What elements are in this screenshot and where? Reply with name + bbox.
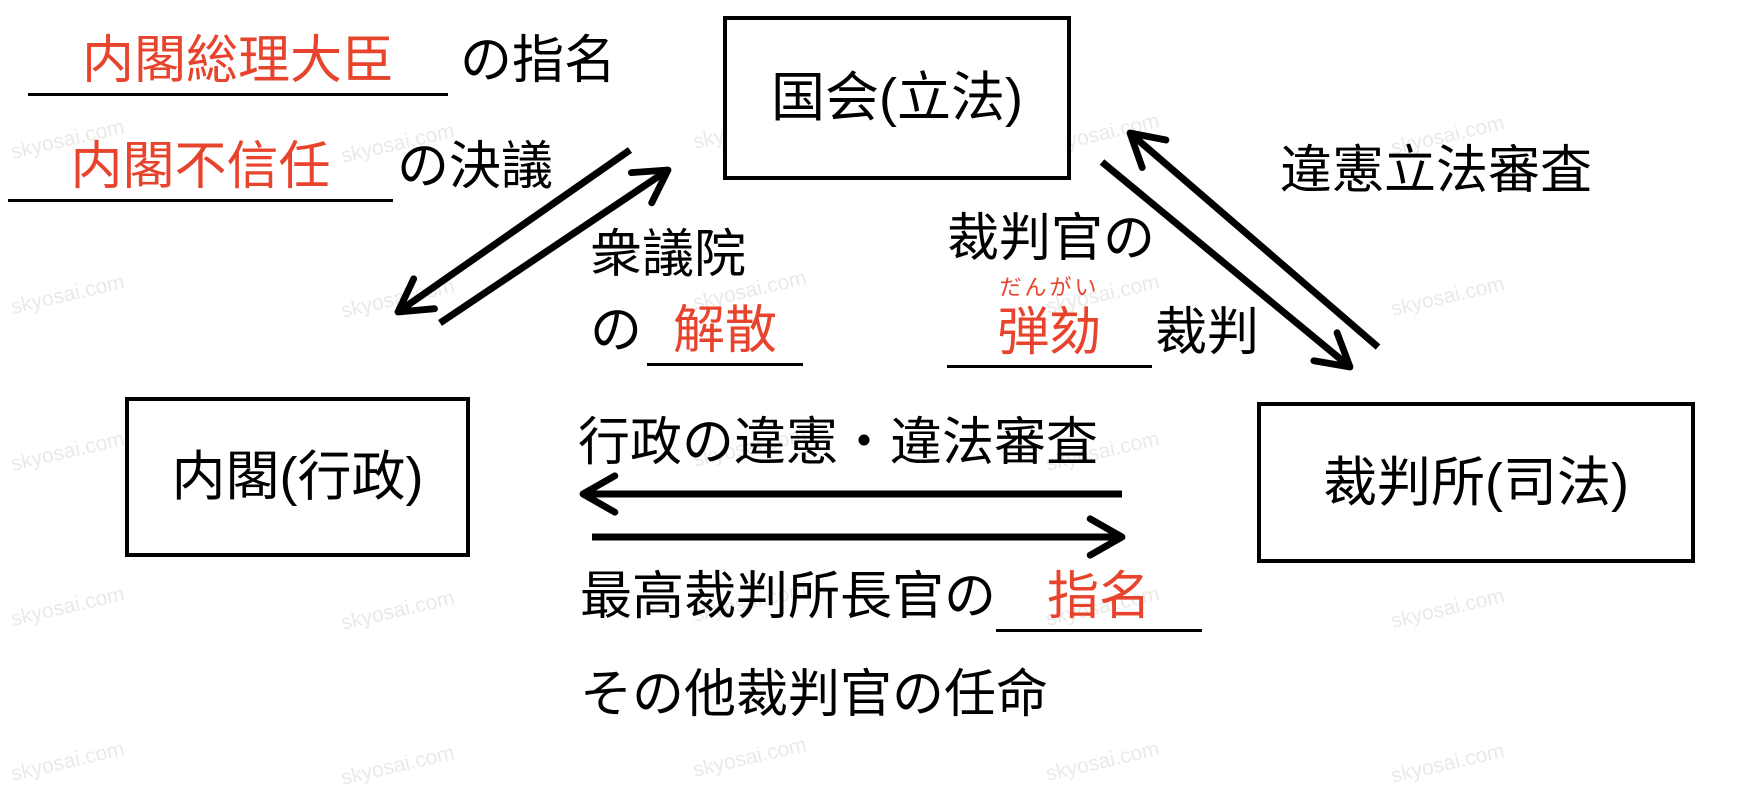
cabinet-box: 内閣(行政) — [125, 397, 470, 557]
dissolution-line1: 衆議院 — [590, 226, 747, 284]
no-confidence-blank: 内閣不信任 — [8, 138, 393, 202]
impeachment-blank-text: 弾劾 — [997, 304, 1102, 362]
no-confidence-suffix: の決議 — [397, 138, 554, 196]
impeachment-label: 裁判官の だんがい弾劾裁判 — [947, 210, 1259, 368]
no-confidence-label: 内閣不信任の決議 — [8, 138, 553, 202]
arrow-court-to-diet — [1126, 129, 1381, 350]
court-box: 裁判所(司法) — [1257, 402, 1695, 563]
pm-designation-blank: 内閣総理大臣 — [28, 32, 448, 96]
dissolution-label: 衆議院 の解散 — [590, 226, 804, 366]
chief-justice-label: 最高裁判所長官の指名 その他裁判官の任命 — [580, 568, 1203, 724]
dissolution-prefix: の — [590, 302, 643, 360]
arrow-diet-to-court — [1099, 159, 1354, 371]
impeachment-suffix: 裁判 — [1155, 304, 1260, 362]
chief-justice-blank: 指名 — [996, 568, 1203, 632]
cabinet-label: 内閣(行政) — [171, 447, 424, 507]
judicial-review-legislation-label: 違憲立法審査 — [1280, 142, 1593, 200]
pm-designation-suffix: の指名 — [460, 32, 617, 90]
other-judges-label: その他裁判官の任命 — [580, 666, 1049, 724]
chief-justice-prefix: 最高裁判所長官の — [580, 568, 997, 626]
diet-label: 国会(立法) — [771, 68, 1023, 128]
diet-box: 国会(立法) — [723, 16, 1071, 180]
dissolution-blank: 解散 — [647, 302, 804, 366]
pm-designation-label: 内閣総理大臣の指名 — [28, 32, 616, 96]
court-label: 裁判所(司法) — [1323, 452, 1629, 513]
impeachment-furigana: だんがい — [999, 275, 1100, 300]
administrative-review-label: 行政の違憲・違法審査 — [578, 414, 1099, 472]
arrow-cabinet-to-diet — [438, 166, 672, 326]
impeachment-line1: 裁判官の — [947, 210, 1156, 268]
arrow-diet-to-cabinet — [394, 147, 633, 316]
impeachment-blank: だんがい弾劾 — [947, 277, 1152, 368]
